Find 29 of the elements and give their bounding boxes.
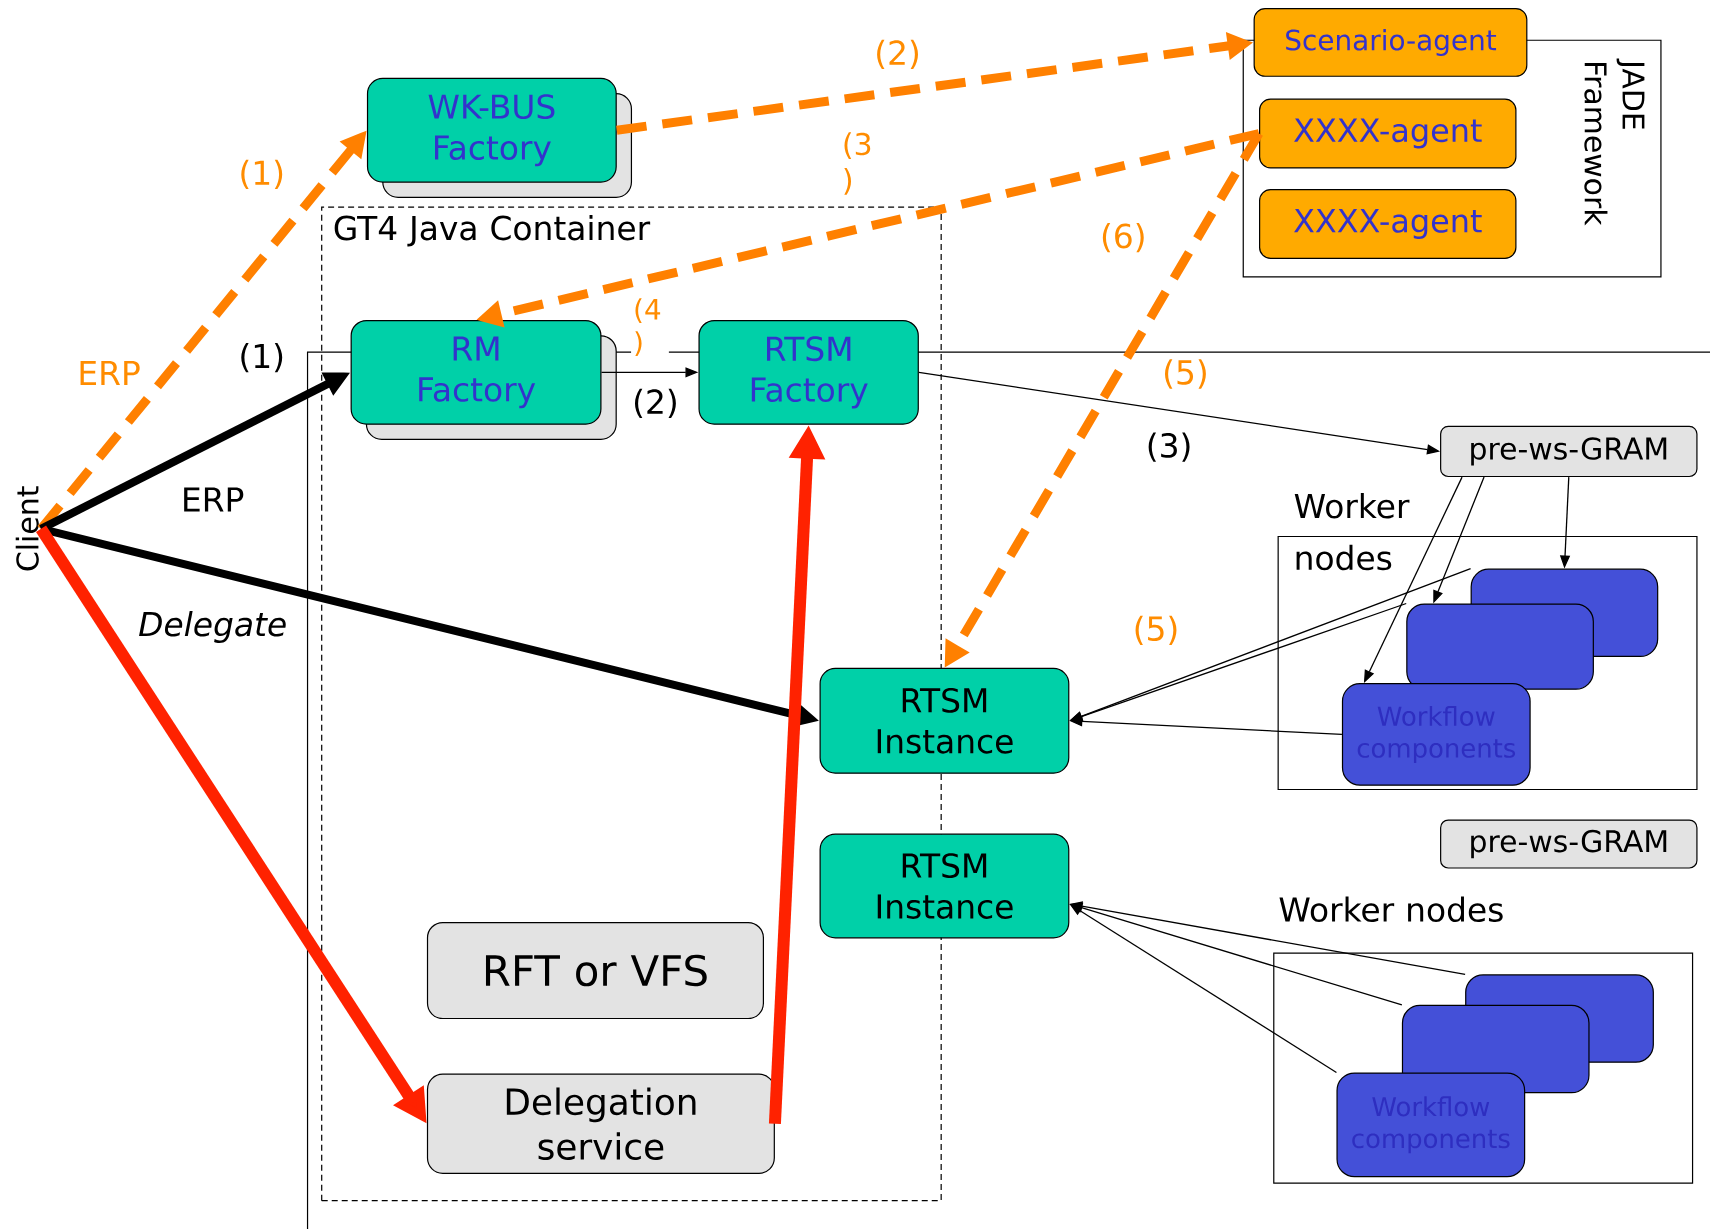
step-label: ERP	[75, 358, 143, 387]
edge-label: (2)	[630, 386, 681, 421]
gram-box: pre-ws-GRAM	[1440, 819, 1698, 869]
step-label: ERP	[178, 485, 247, 514]
step-label: (5)	[1130, 613, 1182, 647]
edge-label: (2)	[872, 37, 923, 72]
factory-box: WK-BUS Factory	[366, 77, 633, 198]
instance-box: RTSM Instance	[819, 667, 1070, 774]
instance-box: RTSM Instance	[819, 833, 1070, 939]
edge-label: (1)	[236, 157, 287, 192]
agent-box: Scenario-agent	[1253, 8, 1528, 77]
node-label: Worker nodes	[1279, 896, 1503, 923]
edge-label: (3)	[1143, 430, 1195, 464]
gram-box: pre-ws-GRAM	[1440, 425, 1698, 478]
client-label: Client	[15, 486, 39, 571]
factory-box: RTSM Factory	[698, 319, 919, 425]
service-box: Delegation service	[426, 1073, 775, 1174]
edge-label: (6)	[1098, 221, 1149, 255]
component-box	[1406, 603, 1594, 690]
agent-box: XXXX-agent	[1259, 189, 1517, 259]
edge-label: Delegate	[136, 609, 290, 645]
edge-label: (3 )	[839, 130, 884, 197]
service-box: RFT or VFS	[426, 921, 764, 1020]
step-label: (4 )	[631, 296, 669, 358]
agent-box: XXXX-agent	[1259, 98, 1517, 169]
edge-label: (1)	[236, 341, 287, 375]
node-label: Worker	[1294, 493, 1410, 519]
step-label: (5)	[1160, 357, 1211, 391]
factory-box: RM Factory	[350, 319, 617, 441]
